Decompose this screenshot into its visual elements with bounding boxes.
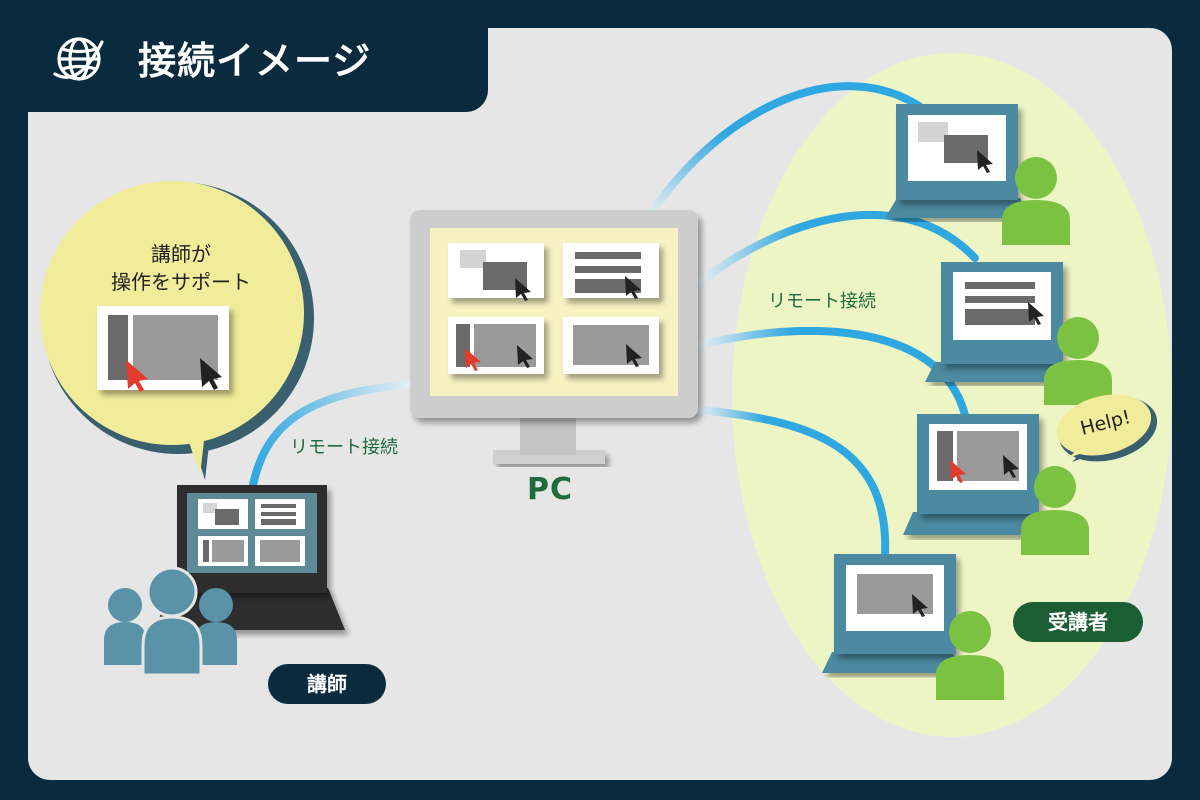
teacher-label: 講師 [268, 664, 386, 704]
speech-bubble-line-1: 講師が [151, 242, 211, 266]
cable-pc-to-student-3 [696, 326, 969, 419]
speech-bubble-text: 講師が 操作をサポート [88, 240, 274, 296]
student-figure-2 [1044, 317, 1112, 405]
cable-pc-to-student-1 [646, 82, 929, 219]
student-laptop-4 [822, 554, 962, 673]
speech-bubble-line-2: 操作をサポート [111, 270, 251, 294]
student-laptop-2 [925, 262, 1072, 382]
remote-connection-label-right: リモート接続 [768, 291, 876, 312]
cable-teacher-to-pc [249, 381, 414, 489]
cable-pc-to-student-2 [696, 211, 979, 286]
cable-pc-to-student-4 [696, 406, 890, 559]
teacher-speech-bubble [40, 181, 314, 480]
page-title: 接続イメージ [138, 39, 372, 83]
remote-connection-label-left: リモート接続 [290, 437, 398, 458]
student-laptop-1 [885, 104, 1030, 218]
student-figure-3 [1021, 466, 1089, 555]
help-speech-bubble [1056, 394, 1158, 462]
pc-monitor [410, 210, 698, 464]
student-figure-1 [1002, 157, 1070, 245]
cables [249, 82, 979, 559]
header-bar: 接続イメージ [0, 0, 488, 112]
student-laptop-3 [903, 414, 1045, 535]
student-figure-4 [936, 611, 1004, 700]
globe-icon [53, 37, 104, 81]
students-label: 受講者 [1013, 602, 1143, 642]
pc-label: PC [527, 472, 574, 507]
teacher-figures [104, 566, 237, 677]
